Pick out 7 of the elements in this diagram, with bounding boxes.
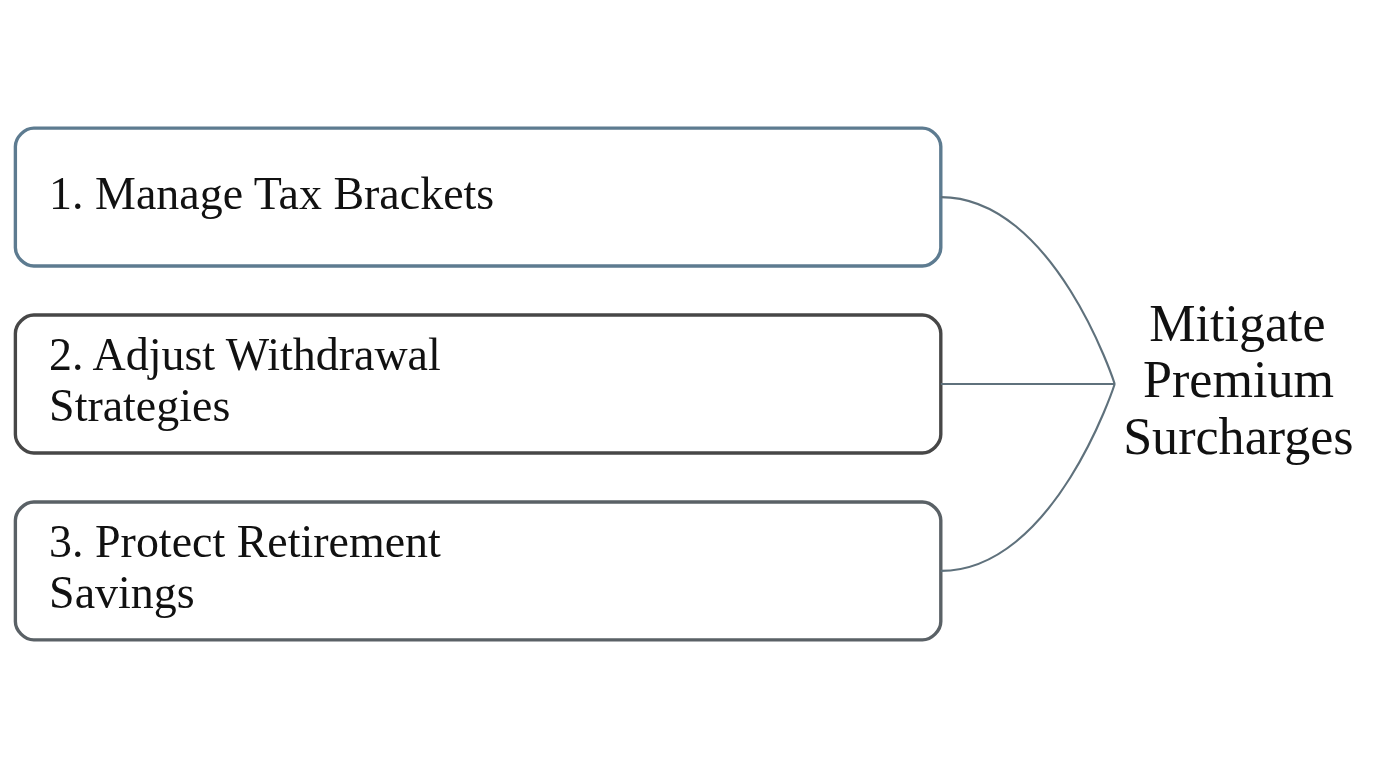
connector: [940, 196, 1116, 385]
node-box: 1. Manage Tax Brackets: [13, 126, 943, 268]
node-box: 3. Protect Retirement Savings: [13, 500, 943, 642]
connector: [940, 382, 1115, 386]
node-box: 2. Adjust Withdrawal Strategies: [13, 313, 943, 455]
connector: [940, 383, 1116, 572]
node-text: Mitigate Premium Surcharges: [1123, 294, 1354, 466]
